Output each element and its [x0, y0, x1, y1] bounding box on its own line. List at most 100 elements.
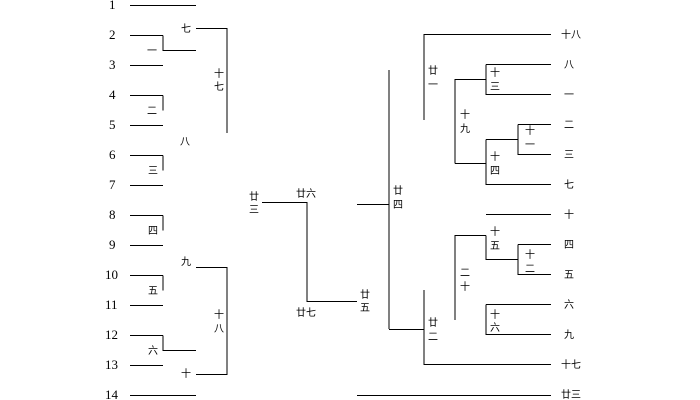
match-label-m29: 十: [564, 208, 574, 221]
match-label-m33-a: 十: [525, 248, 535, 261]
match-label-m38-a: 廿: [428, 317, 438, 329]
pair-r11-r12: [485, 304, 551, 335]
match-label-m22-a: 十: [460, 108, 470, 121]
match-label-m32: 二 十: [460, 268, 473, 293]
match-label-m7-a: 廿: [249, 191, 259, 203]
match-label-m16-a: 廿: [360, 289, 370, 301]
match-label-m39: 九: [564, 329, 574, 341]
seed-12: 12: [105, 327, 118, 342]
seed-7: 7: [109, 177, 116, 192]
seed-14: 14: [105, 387, 119, 400]
match-label-m18-a: 廿: [428, 65, 438, 77]
match-label-m17-b: 四: [393, 200, 403, 211]
match-label-m5: 八: [180, 137, 190, 148]
match-label-m15: 廿七: [296, 307, 316, 319]
match-label-m22-b: 九: [460, 123, 470, 135]
upper-inner-connector: [454, 79, 486, 164]
match-label-m10: 九: [181, 256, 191, 268]
pair-r2-r3: [485, 64, 551, 95]
match-label-m21: 八: [564, 60, 574, 71]
connector-12-13: [162, 335, 196, 351]
match-label-m38: 廿 二: [428, 317, 441, 343]
left-connectors: [162, 28, 228, 375]
match-label-m25: 二: [564, 120, 574, 131]
match-label-m27: 三: [564, 150, 574, 161]
match-label-m16-b: 五: [360, 303, 370, 314]
center-connector: [262, 202, 357, 302]
match-label-m40: 十七: [561, 358, 581, 371]
pair-r9-r10: [517, 244, 551, 275]
match-label-m9: 四: [148, 226, 158, 237]
left-labels: 七 一 十 七 二 八 三 四 九 五 十 八 六 十: [147, 23, 227, 380]
seed-13: 13: [105, 357, 118, 372]
match-label-m26: 十 四: [490, 150, 503, 177]
upper-block-connector: [423, 34, 551, 120]
match-label-m20-b: 三: [490, 82, 500, 93]
match-label-m16: 廿 五: [360, 289, 373, 314]
match-label-m7-b: 三: [249, 205, 259, 216]
match-label-m30-a: 十: [490, 225, 500, 238]
connector-top-group: [196, 28, 228, 133]
match-label-m24: 十 一: [525, 124, 538, 151]
center-section: 廿 三 廿六 廿七 廿 五: [249, 188, 551, 396]
match-label-m26-b: 四: [490, 166, 500, 177]
match-label-m31: 四: [564, 240, 574, 251]
match-label-m22: 十 九: [460, 108, 473, 135]
seed-4: 4: [109, 87, 116, 102]
match-label-m3-b: 七: [214, 81, 224, 93]
pair-r4-r5: [517, 124, 551, 155]
match-label-m19: 十八: [561, 28, 581, 41]
match-label-m13: 六: [148, 345, 158, 357]
match-label-m41: 廿三: [561, 389, 581, 400]
match-label-m24-a: 十: [525, 124, 535, 137]
match-label-m12-b: 八: [214, 324, 224, 335]
match-label-m11: 五: [148, 286, 158, 297]
match-label-m3: 十 七: [214, 67, 227, 93]
right-bracket: 廿 四 廿 一 十 九 十 三 十 一 十 四: [388, 34, 551, 365]
seed-numbers: 1 2 3 4 5 6 7 8 9 10 11 12 13 14: [105, 0, 119, 400]
match-label-m23: 一: [564, 90, 574, 101]
connector-2-3: [162, 35, 196, 51]
seed-11: 11: [105, 297, 118, 312]
match-label-m6: 三: [148, 166, 158, 177]
match-label-m4: 二: [147, 106, 157, 117]
seed-lines: [130, 5, 196, 396]
match-label-m37-b: 六: [490, 322, 500, 334]
match-label-m33-b: 二: [525, 264, 535, 275]
match-label-m8: 廿六: [296, 188, 316, 200]
match-label-m18-b: 一: [428, 80, 438, 91]
seed-5: 5: [109, 117, 116, 132]
match-label-m37: 十 六: [490, 308, 503, 334]
pair-r4-r7: [485, 139, 551, 185]
match-label-m28: 七: [564, 179, 574, 191]
seed-1: 1: [109, 0, 116, 12]
seed-8: 8: [109, 207, 116, 222]
match-label-m32-a: 二: [460, 268, 470, 279]
connector-bottom-group: [196, 267, 228, 375]
match-label-m18: 廿 一: [428, 65, 441, 91]
match-label-m38-b: 二: [428, 332, 438, 343]
match-label-m1: 七: [181, 23, 191, 35]
seed-2: 2: [109, 27, 116, 42]
match-label-m34: 五: [564, 270, 574, 281]
match-label-m12: 十 八: [214, 308, 227, 335]
match-label-m30-b: 五: [490, 241, 500, 252]
seed-6: 6: [109, 147, 116, 162]
match-label-m26-a: 十: [490, 150, 500, 163]
pair-r9-stub: [485, 235, 518, 260]
match-label-m20-a: 十: [490, 66, 500, 79]
lower-block-connector: [423, 290, 551, 365]
match-label-m36: 六: [564, 299, 574, 311]
match-label-m33: 十 二: [525, 248, 538, 275]
match-label-m37-a: 十: [490, 308, 500, 321]
lower-inner-connector: [454, 235, 486, 320]
match-label-m20: 十 三: [490, 66, 503, 93]
match-label-m2: 一: [147, 46, 157, 57]
seed-10: 10: [105, 267, 118, 282]
match-label-m14: 十: [181, 367, 191, 380]
match-label-m3-a: 十: [214, 67, 224, 80]
seed-9: 9: [109, 237, 116, 252]
match-label-m30: 十 五: [490, 225, 503, 252]
